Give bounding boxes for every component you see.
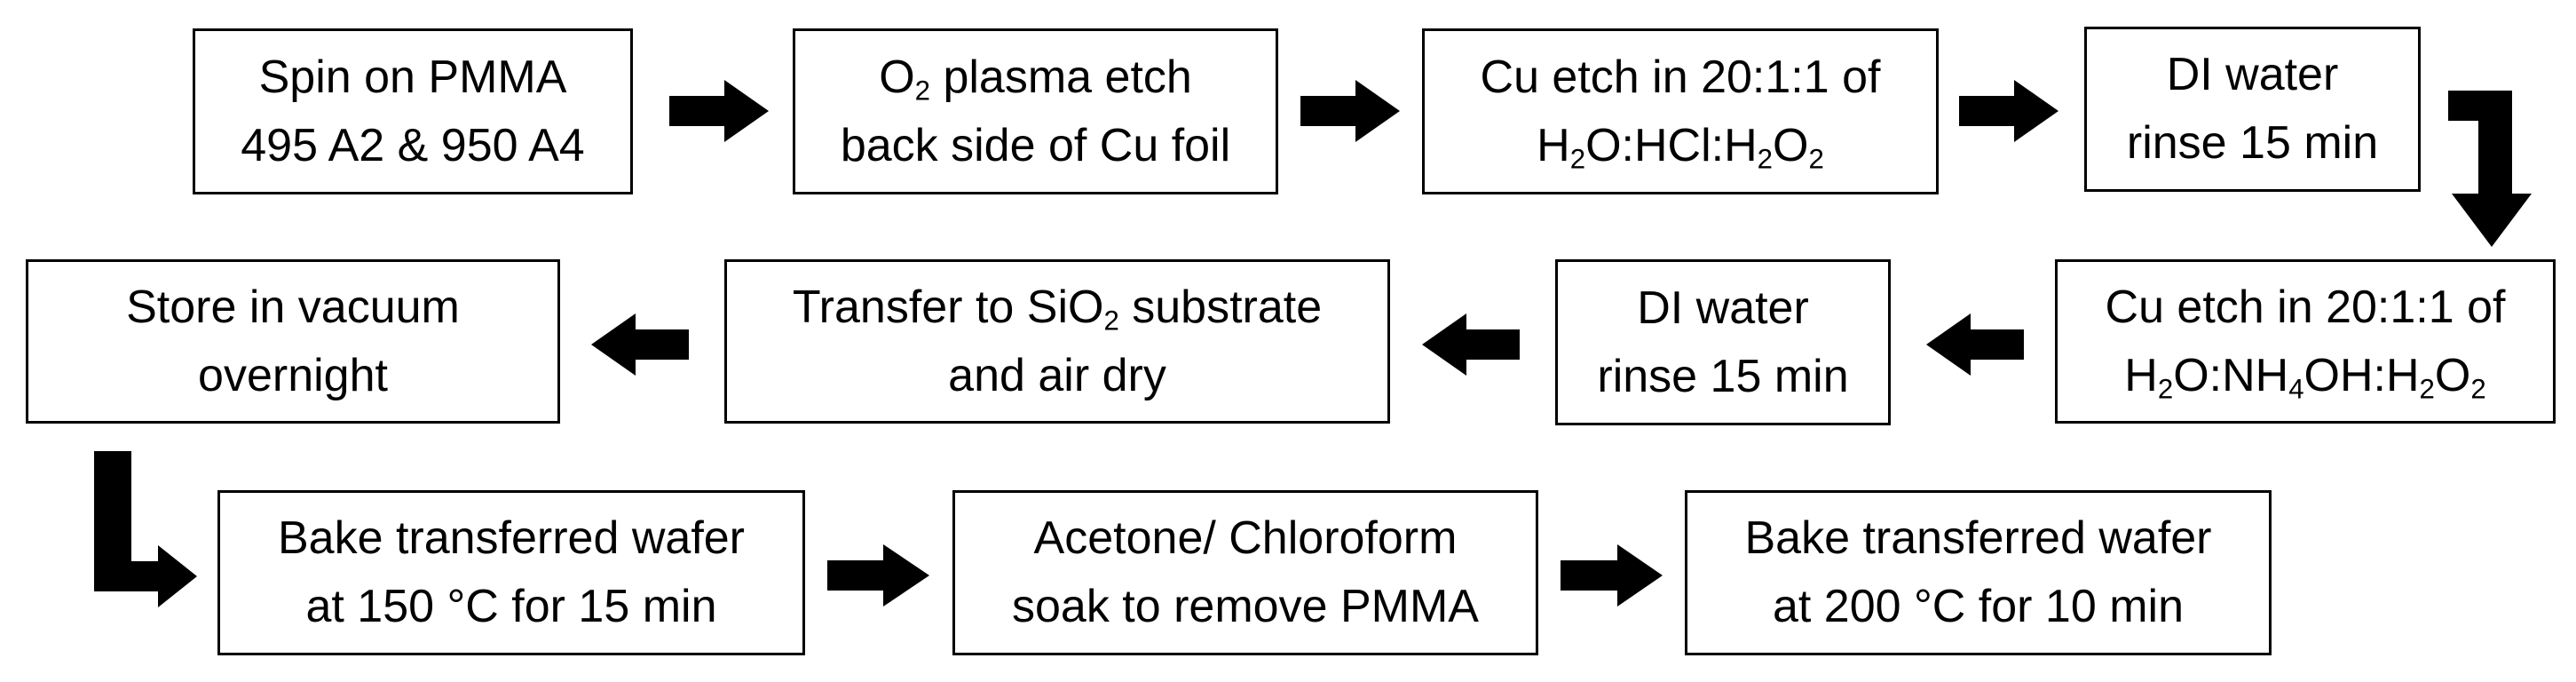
step-label-line: DI water xyxy=(2166,49,2339,101)
step-box-o2-plasma-etch: O2 plasma etch back side of Cu foil xyxy=(793,28,1278,194)
step-label-line: Spin on PMMA xyxy=(258,51,567,103)
step-label-line: rinse 15 min xyxy=(1597,350,1849,402)
flow-arrow xyxy=(669,80,769,142)
step-box-cu-etch-nh4oh: Cu etch in 20:1:1 of H2O:NH4OH:H2O2 xyxy=(2055,259,2556,424)
step-label-line: soak to remove PMMA xyxy=(1012,581,1479,632)
flow-arrow xyxy=(2448,91,2532,247)
step-label-line: Cu etch in 20:1:1 of xyxy=(1480,51,1881,103)
step-label-line: at 200 °C for 10 min xyxy=(1772,581,2185,632)
step-label-line: Acetone/ Chloroform xyxy=(1033,512,1458,565)
flow-arrow xyxy=(827,544,929,607)
step-label-line: Cu etch in 20:1:1 of xyxy=(2105,281,2506,333)
step-box-bake-200c: Bake transferred wafer at 200 °C for 10 m… xyxy=(1685,490,2272,655)
step-label-line: back side of Cu foil xyxy=(840,119,1231,171)
step-label-line: 495 A2 & 950 A4 xyxy=(241,119,585,171)
step-box-bake-150c: Bake transferred wafer at 150 °C for 15 m… xyxy=(217,490,805,655)
step-box-di-water-rinse-1: DI water rinse 15 min xyxy=(2084,27,2421,192)
step-label-line: Transfer to SiO2 substrate xyxy=(792,281,1323,337)
flow-arrow xyxy=(1422,313,1520,376)
step-label-line: O2 plasma etch xyxy=(879,51,1192,107)
step-label-line: at 150 °C for 15 min xyxy=(305,581,717,632)
step-label-line: and air dry xyxy=(948,349,1166,401)
step-box-cu-etch-hcl: Cu etch in 20:1:1 of H2O:HCl:H2O2 xyxy=(1422,28,1939,194)
step-label-line: overnight xyxy=(198,349,388,401)
flow-arrow xyxy=(94,451,197,607)
flow-arrow xyxy=(1300,80,1400,142)
step-box-transfer-to-sio2: Transfer to SiO2 substrate and air dry xyxy=(724,259,1390,424)
step-label-line: DI water xyxy=(1637,282,1809,334)
step-box-acetone-chloroform-soak: Acetone/ Chloroform soak to remove PMMA xyxy=(952,490,1538,655)
flow-arrow xyxy=(1959,80,2058,142)
step-label-line: Bake transferred wafer xyxy=(277,512,746,565)
step-label-line: H2O:HCl:H2O2 xyxy=(1537,119,1824,175)
step-box-spin-on-pmma: Spin on PMMA 495 A2 & 950 A4 xyxy=(193,28,633,194)
step-box-store-in-vacuum: Store in vacuum overnight xyxy=(26,259,560,424)
flow-arrow xyxy=(1561,544,1663,607)
flow-arrow xyxy=(591,313,689,376)
step-label-line: H2O:NH4OH:H2O2 xyxy=(2124,349,2486,405)
step-label-line: Store in vacuum xyxy=(126,281,460,333)
flow-arrow xyxy=(1926,313,2024,376)
step-box-di-water-rinse-2: DI water rinse 15 min xyxy=(1555,259,1891,425)
step-label-line: rinse 15 min xyxy=(2126,117,2379,169)
step-label-line: Bake transferred wafer xyxy=(1744,512,2212,565)
